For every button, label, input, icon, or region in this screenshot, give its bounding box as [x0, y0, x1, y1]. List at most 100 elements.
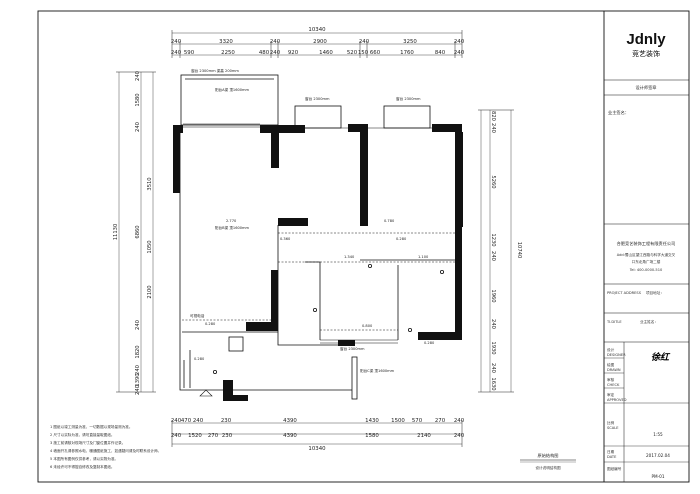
sheet-border	[37, 10, 690, 483]
dim-label: 1430	[365, 418, 379, 424]
dim-label: 520	[347, 50, 358, 56]
dim-label: 240	[193, 418, 204, 424]
dim-label: 660	[370, 50, 381, 56]
dim-top-total: 10340	[308, 27, 326, 33]
dim-label: 1760	[400, 50, 414, 56]
field-cn: 绘图	[607, 362, 615, 367]
dim-bottom-row2: 240 1520 270 230 4390 1580 2140 240	[171, 433, 465, 439]
level-mark: 0.280	[194, 357, 205, 361]
field-cn: 图纸编号	[607, 466, 622, 471]
dimension-ticks	[116, 30, 514, 447]
notes: 1 图纸以竣工测量为准，一切数据以现场量测为准。 2 尺寸以实际为准，请勿直接量…	[50, 424, 161, 469]
title-block: Jdnly 竞艺装饰 设计师签章 业主签名： 合肥竞艺装饰工程有限责任公司 Ad…	[604, 31, 689, 482]
designer-sign-label: 设计师签章	[636, 84, 657, 91]
field-cn: 审核	[607, 377, 615, 382]
dim-left-row: 240 1580 240 3510 6860 1050 2100 240 182…	[135, 71, 153, 395]
field-cn: 审定	[607, 392, 615, 397]
note-line: 6 未经许可不得擅自修改及复制本图纸。	[50, 464, 115, 469]
dimension-lines	[118, 32, 512, 445]
dim-label: 240	[135, 385, 141, 395]
company-name: 合肥竞艺装饰工程有限责任公司	[617, 240, 676, 247]
caption-title: 原始结构图	[538, 452, 559, 459]
dim-bottom-row1: 240 470 240 230 4390 1430 1500 570 270 2…	[171, 418, 465, 424]
project-address-label: PROJECT ADDRESS	[607, 291, 642, 295]
dim-bottom-total: 10340	[308, 446, 326, 452]
sheet-number: PM-01	[652, 474, 665, 479]
level-mark: 1.100	[418, 255, 429, 259]
company-address-1: Add:蜀山区望江西路与科学大道交叉	[617, 252, 676, 257]
dim-label: 240	[490, 123, 496, 133]
field-en: DRAWN	[607, 368, 621, 372]
dim-label: 240	[359, 39, 370, 45]
dim-label: 840	[435, 50, 446, 56]
level-mark: 2.770	[226, 219, 237, 223]
dim-label: 1050	[147, 240, 153, 253]
dim-label: 240	[270, 50, 281, 56]
dim-label: 5260	[490, 175, 496, 188]
dim-label: 240	[454, 433, 465, 439]
dim-label: 230	[222, 433, 233, 439]
dim-label: 240	[490, 363, 496, 373]
title-fields: 设计 DESIGNER 绘图 DRAWN 审核 CHECK 审定 APPROVE…	[604, 347, 689, 479]
dim-label: 240	[454, 418, 465, 424]
dim-label: 270	[208, 433, 219, 439]
dim-label: 1930	[490, 341, 496, 354]
dim-label: 1580	[135, 93, 141, 106]
dim-label: 920	[288, 50, 299, 56]
dim-label: 1820	[135, 345, 141, 358]
scale-value: 1:55	[653, 432, 663, 437]
dim-label: 3250	[403, 39, 417, 45]
dim-label: 240	[171, 39, 182, 45]
room-label: 窗台 2300mm	[396, 96, 421, 101]
balcony-c	[383, 105, 431, 129]
field-en: CHECK	[607, 383, 620, 387]
dim-label: 4390	[283, 418, 297, 424]
dim-left-total: 11130	[113, 224, 119, 241]
entry-marker	[199, 389, 213, 397]
dim-label: 480	[259, 50, 270, 56]
room-labels: 阳台A梁 顶1600mm 窗台 2300mm 梁高 200mm 窗台 2300m…	[190, 68, 421, 373]
field-en: APPROVED	[607, 398, 627, 402]
note-line: 1 图纸以竣工测量为准，一切数据以现场量测为准。	[50, 424, 133, 429]
company-tel: Tel: 400-0000-510	[629, 268, 663, 272]
room-label: 阳台C梁 顶1600mm	[360, 368, 395, 373]
dim-label: 2100	[147, 285, 153, 298]
dim-label: 3320	[219, 39, 233, 45]
note-line: 5 本图所有图例仅供参考，请以实物为准。	[50, 456, 118, 461]
dim-label: 2140	[417, 433, 431, 439]
dim-right-row: 820 240 5260 1230 240 1960 240 1930 240 …	[490, 111, 496, 391]
balcony-a	[180, 74, 279, 126]
room-label: 阳台A梁 顶1600mm	[215, 87, 250, 92]
dim-label: 230	[221, 418, 232, 424]
field-en: SCALE	[607, 426, 619, 430]
owner-sign-label: 业主签名：	[608, 109, 629, 116]
dim-label: 1580	[365, 433, 379, 439]
dim-label: 470	[181, 418, 192, 424]
dim-label: 240	[490, 251, 496, 261]
title-label: TI.DITLE	[606, 320, 622, 324]
dim-label: 2250	[221, 50, 235, 56]
room-label: 窗台 2300mm	[340, 346, 365, 351]
dim-label: 4390	[283, 433, 297, 439]
floor-plan	[173, 74, 463, 401]
dim-label: 1460	[319, 50, 333, 56]
project-address-value: 项目地址：	[646, 290, 664, 295]
dim-top-row2: 240 590 2250 480 240 920 1460 520 150 66…	[171, 50, 465, 56]
room-label: 可视电话	[190, 313, 205, 318]
company-address-2: 口东北角广场二楼	[632, 259, 661, 264]
dim-label: 240	[135, 320, 141, 330]
dim-label: 240	[270, 39, 281, 45]
level-mark: 0.780	[384, 219, 395, 223]
level-mark: 1.340	[344, 255, 355, 259]
level-mark: 0.800	[362, 324, 373, 328]
dim-label: 240	[171, 418, 182, 424]
title-value: 业主姓名：	[640, 319, 658, 324]
dim-label: 240	[454, 39, 465, 45]
caption-subtitle: 设计说明结构图	[535, 465, 561, 470]
note-line: 2 尺寸以实际为准，请勿直接量取图纸。	[50, 432, 115, 437]
dim-label: 2900	[313, 39, 327, 45]
level-mark: 0.280	[396, 237, 407, 241]
dim-label: 240	[454, 50, 465, 56]
brand-logo: Jdnly	[626, 31, 666, 48]
brand-name: 竞艺装饰	[632, 49, 660, 58]
